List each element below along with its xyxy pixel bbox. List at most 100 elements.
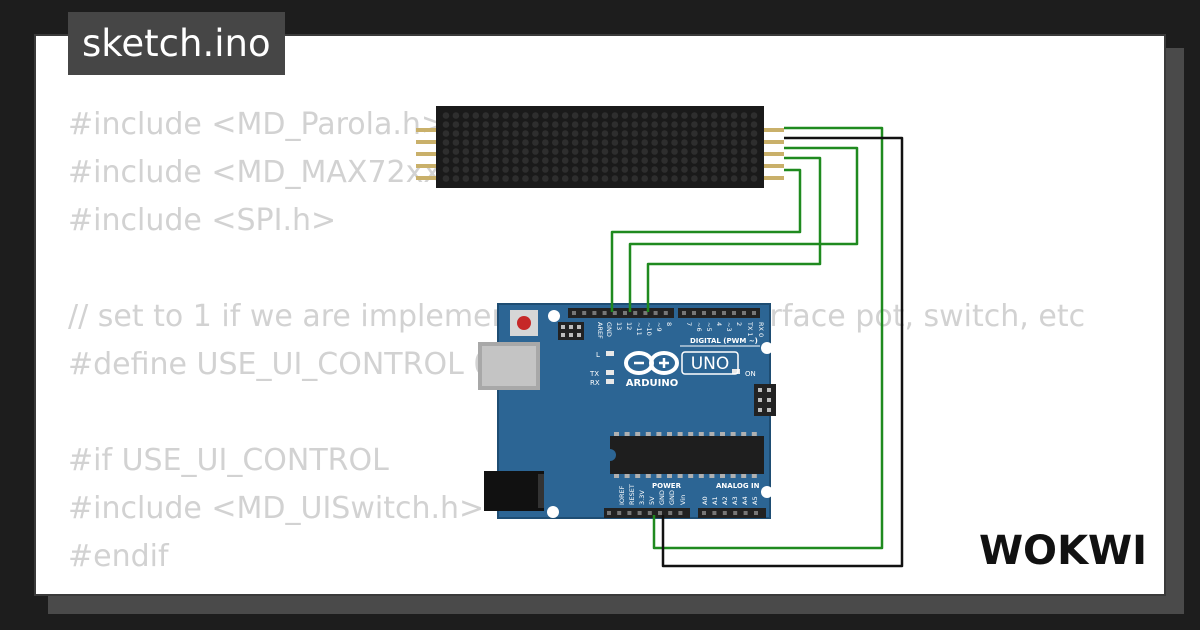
matrix-led bbox=[462, 121, 470, 128]
arduino-uno-board[interactable]: DIGITAL (PWM ~) L TX RX ON UNO ARDUINO bbox=[478, 303, 776, 519]
matrix-led bbox=[581, 130, 589, 137]
matrix-led bbox=[710, 112, 718, 119]
matrix-led bbox=[492, 166, 499, 173]
header-hole bbox=[754, 511, 758, 515]
matrix-led bbox=[532, 175, 539, 182]
bottom-pin-label: A1 bbox=[711, 496, 719, 505]
matrix-led bbox=[621, 148, 629, 155]
matrix-led bbox=[452, 175, 460, 182]
power-jack bbox=[484, 471, 544, 511]
matrix-led bbox=[671, 121, 678, 128]
matrix-led bbox=[551, 121, 559, 128]
matrix-led bbox=[661, 148, 668, 155]
matrix-led bbox=[621, 112, 629, 119]
matrix-led bbox=[522, 121, 529, 128]
matrix-led bbox=[701, 130, 708, 137]
matrix-led bbox=[581, 148, 589, 155]
wokwi-logo[interactable]: WOKWI bbox=[979, 528, 1147, 574]
matrix-led bbox=[502, 121, 509, 128]
matrix-led bbox=[701, 166, 708, 173]
chip-leg bbox=[698, 432, 704, 436]
matrix-led bbox=[482, 175, 490, 182]
matrix-led bbox=[522, 112, 529, 119]
matrix-led bbox=[512, 139, 519, 146]
matrix-led bbox=[502, 166, 509, 173]
bottom-pin-label: A3 bbox=[731, 496, 739, 505]
chip-leg bbox=[656, 432, 662, 436]
matrix-led bbox=[591, 148, 599, 155]
matrix-led bbox=[720, 148, 728, 155]
led-matrix-module[interactable] bbox=[436, 106, 764, 188]
wire-vcc[interactable] bbox=[652, 126, 884, 550]
matrix-led bbox=[691, 166, 698, 173]
code-line: #include <MD_UISwitch.h> bbox=[68, 491, 485, 526]
matrix-led bbox=[720, 166, 728, 173]
matrix-led bbox=[651, 139, 658, 146]
matrix-led bbox=[482, 157, 490, 164]
matrix-led bbox=[701, 175, 708, 182]
matrix-led bbox=[631, 121, 639, 128]
wire-cs[interactable] bbox=[646, 156, 822, 312]
matrix-led bbox=[750, 112, 758, 119]
header-hole bbox=[647, 511, 652, 515]
matrix-led bbox=[750, 139, 758, 146]
matrix-led bbox=[671, 130, 678, 137]
matrix-led bbox=[551, 175, 559, 182]
bottom-pin-label: RESET bbox=[628, 484, 636, 505]
header-hole bbox=[643, 311, 648, 315]
matrix-led bbox=[611, 175, 619, 182]
matrix-led bbox=[681, 148, 688, 155]
matrix-led bbox=[641, 121, 649, 128]
matrix-led bbox=[561, 166, 569, 173]
matrix-led bbox=[512, 130, 519, 137]
led-l-indicator bbox=[606, 351, 614, 356]
matrix-led bbox=[442, 175, 450, 182]
icsp-pins-top bbox=[561, 325, 581, 337]
wire-gnd[interactable] bbox=[661, 136, 904, 568]
matrix-led bbox=[710, 166, 718, 173]
matrix-led bbox=[571, 166, 579, 173]
matrix-led bbox=[492, 130, 499, 137]
power-header-label: POWER bbox=[652, 482, 682, 490]
matrix-led bbox=[720, 130, 728, 137]
matrix-led bbox=[651, 112, 658, 119]
matrix-led bbox=[581, 112, 589, 119]
filename-tab[interactable]: sketch.ino bbox=[68, 12, 285, 75]
header-hole bbox=[722, 311, 726, 315]
header-hole bbox=[668, 511, 673, 515]
top-pin-label: GND bbox=[605, 322, 613, 337]
matrix-led bbox=[522, 148, 529, 155]
matrix-led bbox=[561, 157, 569, 164]
matrix-led bbox=[542, 139, 549, 146]
icsp-header-top bbox=[558, 322, 584, 340]
chip-leg bbox=[635, 432, 641, 436]
led-tx-label: TX bbox=[589, 370, 599, 378]
matrix-led bbox=[482, 139, 490, 146]
matrix-led bbox=[591, 166, 599, 173]
chip-leg bbox=[635, 474, 641, 478]
matrix-led bbox=[591, 157, 599, 164]
matrix-led bbox=[671, 139, 678, 146]
matrix-led bbox=[621, 130, 629, 137]
matrix-led bbox=[532, 157, 539, 164]
wire-clk[interactable] bbox=[610, 168, 802, 312]
header-hole bbox=[733, 511, 738, 515]
header-hole bbox=[653, 311, 658, 315]
matrix-led bbox=[551, 130, 559, 137]
matrix-led bbox=[561, 139, 569, 146]
wire-din[interactable] bbox=[628, 146, 859, 312]
matrix-led bbox=[581, 166, 589, 173]
chip-leg bbox=[688, 474, 694, 478]
bottom-pin-label: GND bbox=[668, 490, 676, 505]
matrix-led bbox=[681, 130, 688, 137]
reset-button-cap[interactable] bbox=[517, 316, 531, 330]
matrix-led bbox=[442, 112, 450, 119]
matrix-led bbox=[452, 130, 460, 137]
matrix-led bbox=[701, 112, 708, 119]
matrix-led bbox=[452, 112, 460, 119]
matrix-led bbox=[621, 121, 629, 128]
matrix-led bbox=[542, 175, 549, 182]
matrix-led bbox=[720, 175, 728, 182]
matrix-led bbox=[641, 175, 649, 182]
